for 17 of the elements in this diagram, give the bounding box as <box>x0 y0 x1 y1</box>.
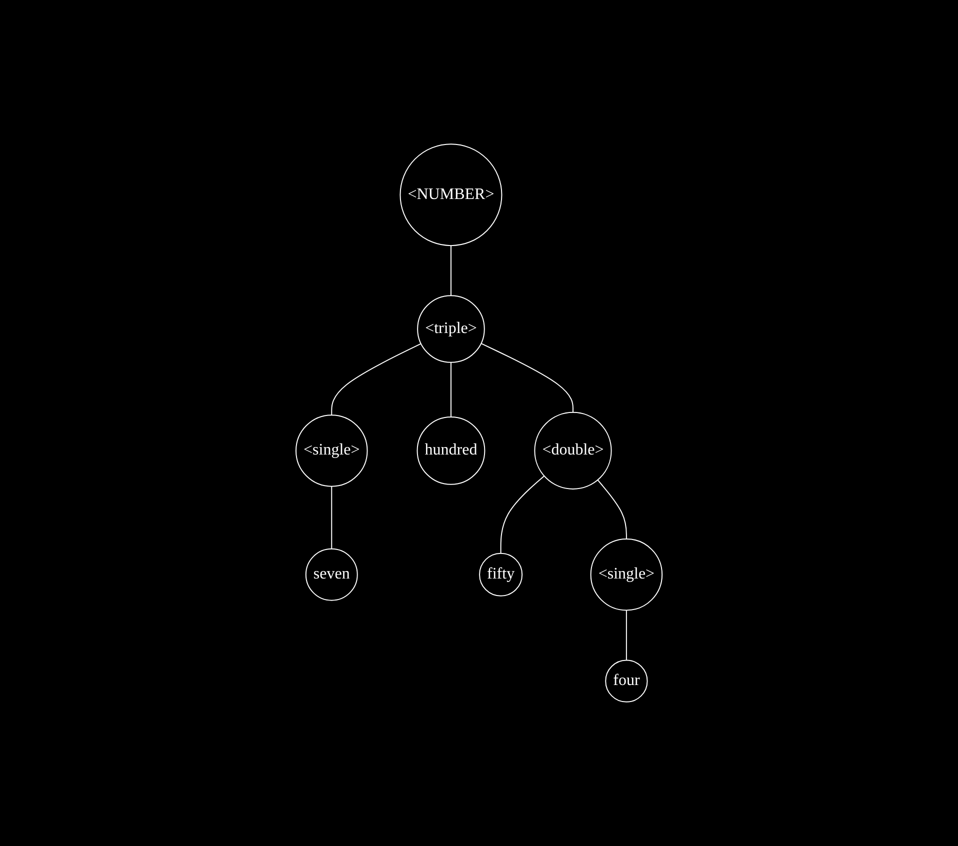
node-circle: <NUMBER> <box>400 144 502 246</box>
connector <box>480 342 574 413</box>
node-circle: <single> <box>590 538 663 611</box>
node-circle: hundred <box>416 416 486 485</box>
connector <box>626 610 627 661</box>
node-circle: <triple> <box>417 295 485 363</box>
connector <box>597 479 627 540</box>
node-circle: four <box>605 660 648 702</box>
connector <box>331 486 332 550</box>
node-circle: seven <box>305 548 358 601</box>
node-circle: fifty <box>479 552 523 596</box>
node-circle: <double> <box>534 412 612 490</box>
node-circle: <single> <box>295 414 368 487</box>
connector <box>450 245 452 296</box>
connector <box>500 475 545 554</box>
connector <box>331 343 422 416</box>
connector <box>450 362 452 418</box>
